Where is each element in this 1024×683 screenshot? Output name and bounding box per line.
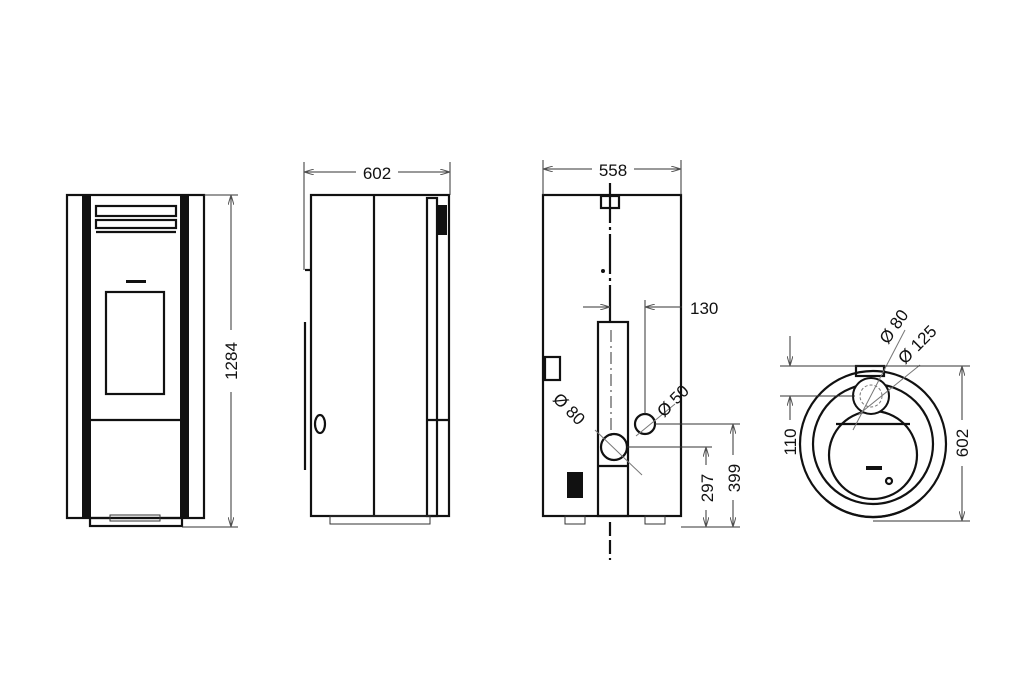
width-label: 558 [599, 161, 627, 180]
width-dimension: 558 [542, 160, 682, 195]
pipe-large-label: Ø 80 [549, 389, 588, 428]
offset-dimension: 110 [780, 336, 970, 456]
front-view: 1284 [65, 193, 241, 528]
width-dimension: 602 [303, 162, 451, 270]
height-dimension: 1284 [182, 194, 241, 528]
height-399-label: 399 [725, 464, 744, 492]
pipe-diameter-labels: Ø 80 Ø 50 [549, 381, 693, 476]
depth-label: 602 [953, 429, 972, 457]
pipe-small-label: Ø 50 [653, 381, 692, 420]
height-label: 1284 [222, 342, 241, 380]
offset-label: 110 [781, 428, 800, 455]
offset-dimension: 130 [583, 299, 718, 414]
width-label: 602 [363, 164, 391, 183]
back-view: 558 130 Ø 80 Ø 50 297 399 [541, 160, 744, 560]
offset-label: 130 [690, 299, 718, 318]
height-dimensions: 297 399 [627, 423, 744, 528]
height-297-label: 297 [698, 474, 717, 502]
side-view: 602 [303, 162, 451, 525]
depth-dimension: 602 [873, 366, 972, 522]
top-view: Ø 80 Ø 125 110 602 [780, 306, 972, 522]
